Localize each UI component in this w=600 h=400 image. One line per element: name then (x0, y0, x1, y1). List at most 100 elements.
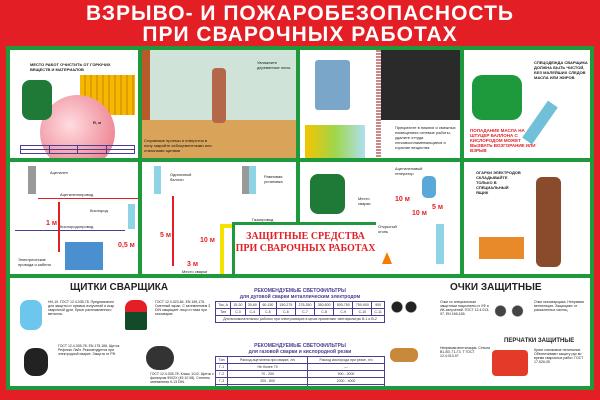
poster-frame: МЕСТО РАБОТ ОЧИСТИТЬ ОТ ГОРЮЧИХ ВЕЩЕСТВ … (6, 46, 594, 390)
oxygen-label: Кислород (90, 208, 108, 213)
panel-clean-area: МЕСТО РАБОТ ОЧИСТИТЬ ОТ ГОРЮЧИХ ВЕЩЕСТВ … (10, 50, 138, 158)
gloves-heading: ПЕРЧАТКИ ЗАЩИТНЫЕ (504, 338, 575, 344)
distance-5m: 5 м (160, 232, 172, 239)
single-cylinder (154, 166, 161, 194)
gas-table-title-text: РЕКОМЕНДУЕМЫЕ СВЕТОФИЛЬТРЫ (254, 343, 346, 349)
table-cell: 150-275 (275, 301, 296, 309)
table-note: Для вспомогательных рабочих при электрос… (215, 315, 385, 323)
protective-title-2: ПРИ СВАРОЧНЫХ РАБОТАХ (235, 243, 376, 254)
distance-5m: 5 м (432, 204, 444, 211)
distance-1m: 1 м (46, 220, 58, 227)
shield-image (24, 348, 48, 376)
table-header-cell: Расход кислорода при резке, л/ч (307, 356, 385, 364)
acetylene-line-label: Ацетиленопровод (60, 192, 94, 197)
paint-text: Прекратите в нижних и смежных помещениях… (395, 125, 456, 150)
brick-wall (142, 50, 150, 158)
distance-10m-a: 10 м (395, 196, 410, 203)
goggles-image (390, 348, 418, 362)
table-cell: Не менее 800 (227, 384, 309, 386)
oxygen-line-label: Кислородопровод (60, 224, 94, 229)
distance-05m: 0,5 м (118, 242, 135, 249)
table-cell: 350-500 (314, 301, 335, 309)
welding-transformer (65, 242, 103, 270)
panel-floor: Увлажните деревянные полы Сгораемые прое… (142, 50, 296, 158)
acetylene-generator (422, 176, 436, 198)
goggles-desc-2: Очки газосварщика. Непрямая вентиляция. … (534, 300, 584, 312)
panel-oil: СПЕЦОДЕЖДА СВАРЩИКА ДОЛЖНА БЫТЬ ЧИСТОЙ, … (464, 50, 590, 158)
shield-image (125, 300, 147, 330)
goggles-image (492, 304, 526, 318)
table-cell: С-10 (352, 308, 373, 316)
table-cell: 15-30 (230, 301, 246, 309)
floor-note: Сгораемые проемы и отверстия в полу закр… (144, 138, 212, 153)
stubs-box (479, 237, 524, 259)
panel-protective-equipment: ЩИТКИ СВАРЩИКА НН-10. ГОСТ 12.4.035-78. … (10, 278, 590, 386)
table-cell: 750-900 (352, 301, 373, 309)
table-cell: 200 - 800 (227, 377, 309, 385)
distance-arrow (172, 196, 174, 266)
acetylene-cylinder (28, 166, 36, 194)
title-line-2: ПРИ СВАРОЧНЫХ РАБОТАХ (142, 23, 458, 46)
table-cell: С-8 (314, 308, 335, 316)
worker-figure (212, 68, 226, 123)
table-cell: С-6 (275, 308, 296, 316)
gloves-desc: Краги спилковые пятипалые. Обеспечивают … (534, 348, 584, 364)
table-cell: Г-2 (214, 370, 229, 378)
table-cell: Ток, А (214, 301, 232, 309)
table-cell: 70 - 200 (227, 370, 309, 378)
dark-room (380, 50, 460, 120)
table-cell: Тип (214, 308, 232, 316)
panel-generator-lower: Открытый огонь (376, 222, 460, 274)
table-header-cell: Расход ацетилена при сварке, л/ч (227, 356, 309, 364)
oxygen-cylinder (436, 224, 444, 264)
panel-generator: Ацетиленовый генератор Место сварки 10 м… (300, 162, 460, 222)
welder-figure (22, 80, 52, 120)
table-cell: 2000 - 4000 (307, 377, 385, 385)
acetylene-line (38, 198, 138, 199)
shield-image (20, 300, 42, 330)
radius-table (20, 145, 135, 154)
single-cylinder-label: Одиночный баллон (170, 172, 192, 182)
wall-divider (376, 50, 381, 158)
shield-desc-3: ГОСТ 12.4.035-78. EN 175,166. Щиток Рефл… (58, 344, 120, 356)
panel-stubs: ОГАРКИ ЭЛЕКТРОДОВ СКЛАДЫВАЙТЕ ТОЛЬКО В С… (464, 162, 590, 274)
table-cell: 900 - 2000 (307, 370, 385, 378)
table-cell: Г-4 (214, 384, 229, 386)
table-cell: Г-3 (214, 377, 229, 385)
distance-3m: 3 м (187, 261, 199, 268)
welding-place-label: Место сварки (358, 196, 371, 206)
title-line-1: ВЗРЫВО- И ПОЖАРОБЕЗОПАСНОСТЬ (86, 2, 514, 25)
table-cell: Г-1 (214, 363, 229, 371)
shield-desc-2: ГОСТ 12.4.023-84. EN 169,175. Сменный эк… (155, 300, 211, 316)
open-fire-label: Открытый огонь (378, 224, 397, 234)
shield-image (146, 346, 174, 370)
table-header-cell: Тип (214, 356, 229, 364)
table-cell: 4000 - 8000 (307, 384, 385, 386)
gas-cylinders-image (305, 125, 365, 158)
arc-table-title-text: РЕКОМЕНДУЕМЫЕ СВЕТОФИЛЬТРЫ (254, 288, 346, 294)
table-cell: С-4 (244, 308, 261, 316)
generator-label: Ацетиленовый генератор (395, 166, 423, 176)
welding-machine-image (315, 60, 350, 110)
protective-title-box: ЗАЩИТНЫЕ СРЕДСТВА ПРИ СВАРОЧНЫХ РАБОТАХ (232, 222, 376, 274)
wires-label: Электрические провода и кабели (18, 257, 51, 267)
oil-warning: ПОПАДАНИЕ МАСЛА НА ШТУЦЕР БАЛЛОНА С КИСЛ… (470, 128, 536, 153)
shields-heading: ЩИТКИ СВАРЩИКА (70, 282, 169, 293)
panel-distances-1: Ацетилен Ацетиленопровод Кислород Кислор… (10, 162, 138, 274)
goggles-image (390, 300, 418, 314)
goggles-desc-3: Непрямая вентиляция. Стекла В1-В3, Г1-Г3… (440, 346, 490, 358)
table-cell: 30-60 (244, 301, 261, 309)
ramp-label: Рамповая установка (264, 174, 283, 184)
table-cell: 900 (371, 301, 385, 309)
table-cell: 275-350 (294, 301, 316, 309)
table-row: Г-4Не менее 8004000 - 8000 (214, 384, 385, 386)
table-cell: 500-750 (333, 301, 354, 309)
gas-pipe-vertical (220, 224, 224, 274)
gas-table-subtitle: для газовой сварки и кислородной резки (248, 349, 352, 355)
